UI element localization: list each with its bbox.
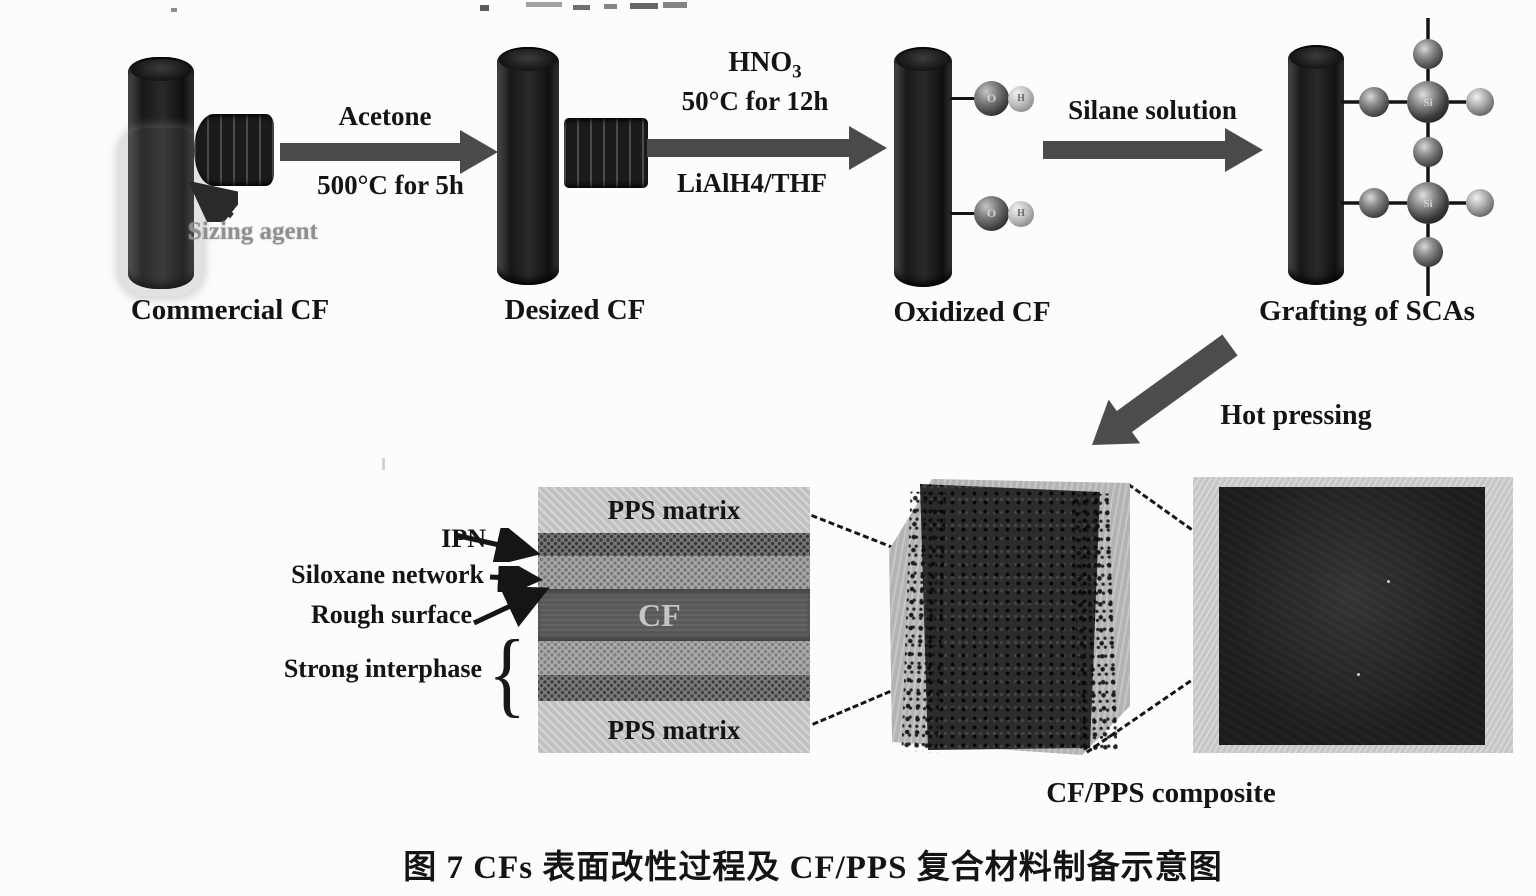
oxygen-atom-icon: O	[974, 196, 1009, 231]
ipn-arrow-icon	[454, 528, 541, 562]
scan-artifact	[604, 4, 617, 9]
arrow2-condition: 50°C for 12h	[681, 86, 829, 116]
scan-artifact	[382, 458, 385, 470]
scan-artifact	[663, 2, 687, 8]
arrow1-reagent: Acetone	[338, 101, 432, 131]
step-label-oxidized-cf: Oxidized CF	[893, 296, 1051, 328]
arrow3-reagent: Silane solution	[1068, 95, 1237, 125]
scan-artifact	[526, 2, 562, 7]
atom-top	[1413, 39, 1443, 69]
grafted-cf-rod	[1288, 45, 1344, 285]
atom-si-1	[1407, 81, 1449, 123]
commercial-cf-rod	[128, 57, 194, 289]
scan-artifact	[171, 8, 177, 12]
atom-bottom	[1413, 237, 1443, 267]
scan-artifact	[630, 3, 658, 9]
hydrogen-atom-icon: H	[1008, 86, 1034, 112]
cf-band	[538, 589, 810, 641]
atom-o-left-1	[1359, 87, 1389, 117]
atom-right-2	[1466, 189, 1494, 217]
process-arrow-1-icon	[280, 130, 498, 174]
pps-matrix-bottom-band	[538, 701, 810, 753]
sizing-agent-pointer-arrow-icon	[188, 182, 238, 222]
cf-band-label: CF	[638, 597, 681, 633]
siloxane-arrow-icon	[489, 566, 543, 592]
process-arrow-2-icon	[647, 126, 887, 170]
interphase-light-band	[538, 641, 810, 675]
si-label: Si	[1423, 97, 1432, 109]
arrow2-reagent2: LiAlH4/THF	[676, 168, 828, 198]
hot-pressing-arrow-icon	[1092, 334, 1238, 445]
arrow1-condition: 500°C for 5h	[317, 170, 464, 200]
formula-sub: 3	[792, 61, 802, 83]
step-label-commercial-cf: Commercial CF	[130, 294, 330, 326]
siloxane-network-label: Siloxane network	[291, 560, 484, 589]
strong-interphase-brace-icon: {	[488, 622, 527, 727]
process-arrow-3-icon	[1043, 128, 1263, 172]
strong-interphase-label: Strong interphase	[283, 654, 482, 683]
rough-surface-label: Rough surface	[310, 600, 472, 629]
bond	[950, 97, 977, 100]
step-label-desized-cf: Desized CF	[504, 294, 646, 326]
interphase-dark-band	[538, 675, 810, 701]
ipn-band	[538, 533, 810, 556]
rough-surface-arrow-icon	[472, 586, 550, 628]
atom-right-1	[1466, 88, 1494, 116]
composite-block	[884, 474, 1134, 758]
figure-caption: 图 7 CFs 表面改性过程及 CF/PPS 复合材料制备示意图	[403, 850, 1223, 886]
scan-artifact	[480, 5, 489, 11]
atom-si-2	[1407, 182, 1449, 224]
oxidized-cf-rod	[894, 47, 952, 287]
atom-o-mid	[1413, 137, 1443, 167]
hot-pressing-label: Hot pressing	[1220, 400, 1372, 431]
hydrogen-atom-icon: H	[1008, 201, 1034, 227]
pps-matrix-top-label: PPS matrix	[607, 495, 741, 525]
bond	[950, 212, 977, 215]
silane-molecule-icon: Si Si	[1341, 18, 1494, 296]
interphase-panel: PPS matrix CF PPS matrix	[538, 487, 810, 753]
photo-fleck	[1386, 579, 1390, 583]
formula-main: HNO	[728, 47, 793, 78]
composite-label: CF/PPS composite	[1046, 777, 1276, 809]
sizing-agent-block	[194, 114, 274, 186]
arrow2-reagent-formula: HNO3	[700, 47, 830, 84]
step-label-grafting: Grafting of SCAs	[1259, 295, 1475, 327]
removed-sizing-block	[564, 118, 648, 188]
composite-block-fibers	[920, 484, 1100, 750]
pps-matrix-bottom-label: PPS matrix	[607, 715, 741, 745]
desized-cf-rod	[497, 47, 559, 285]
photo-fleck	[1357, 672, 1361, 676]
siloxane-band	[538, 556, 810, 589]
atom-o-left-2	[1359, 188, 1389, 218]
oxygen-atom-icon: O	[974, 81, 1009, 116]
pps-matrix-top-band	[538, 487, 810, 533]
scan-artifact	[573, 5, 590, 10]
composite-photo	[1219, 487, 1485, 745]
si-label: Si	[1423, 198, 1432, 210]
sizing-agent-label: Sizing agent	[188, 218, 318, 245]
